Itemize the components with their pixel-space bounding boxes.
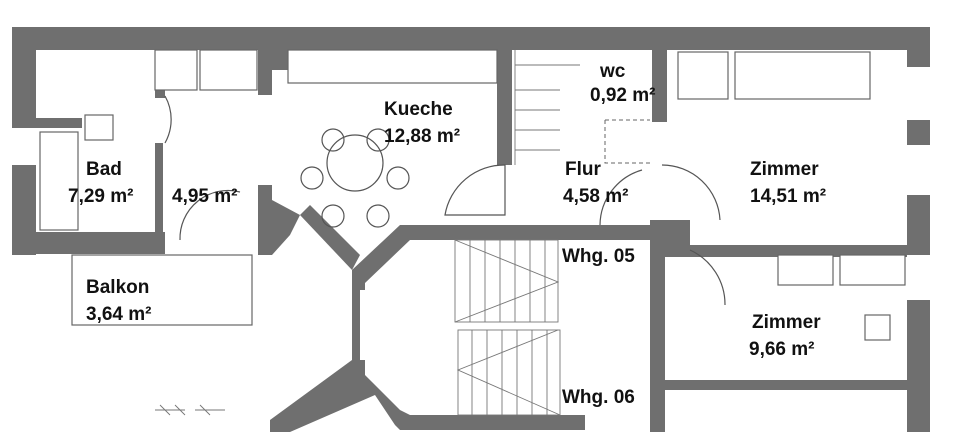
room-area-zimmer-1: 14,51 m²	[750, 186, 826, 207]
room-name-flur: Flur	[565, 159, 601, 180]
room-area-zimmer-2: 9,66 m²	[749, 339, 814, 360]
staircase	[454, 50, 580, 416]
room-area-flur: 4,58 m²	[563, 186, 628, 207]
room-area-kueche: 12,88 m²	[384, 126, 460, 147]
room-area-hall: 4,95 m²	[172, 186, 237, 207]
unit-label-05: Whg. 05	[562, 246, 635, 267]
room-labels: Kueche 12,88 m² Bad 7,29 m² 4,95 m² wc 0…	[68, 61, 826, 408]
room-name-balkon: Balkon	[86, 277, 149, 298]
room-area-wc: 0,92 m²	[590, 85, 655, 106]
room-area-bad: 7,29 m²	[68, 186, 133, 207]
room-name-zimmer-2: Zimmer	[752, 312, 821, 333]
room-name-bad: Bad	[86, 159, 122, 180]
fixtures	[39, 49, 906, 416]
room-name-wc: wc	[599, 61, 626, 82]
room-name-kueche: Kueche	[384, 99, 453, 120]
room-name-zimmer-1: Zimmer	[750, 159, 819, 180]
walls	[12, 27, 930, 432]
room-area-balkon: 3,64 m²	[86, 304, 151, 325]
unit-label-06: Whg. 06	[562, 387, 635, 408]
